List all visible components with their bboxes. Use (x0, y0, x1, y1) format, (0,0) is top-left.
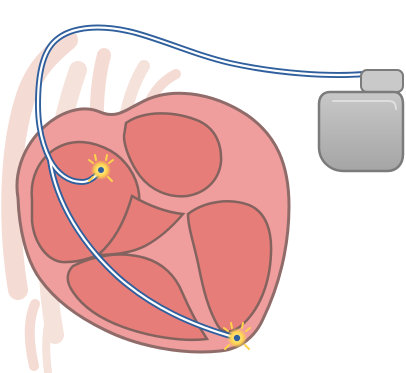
pacemaker-icon (319, 70, 403, 171)
pacemaker-connector (361, 70, 403, 92)
vessel-bottom-2 (46, 315, 50, 372)
vessel-bottom-1 (30, 304, 35, 366)
pacemaker-body (319, 92, 403, 171)
